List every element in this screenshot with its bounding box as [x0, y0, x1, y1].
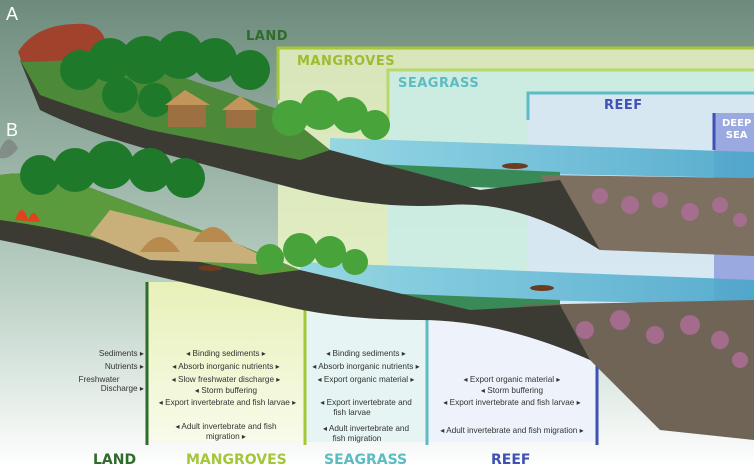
- seagrass-fn-migration-1: ◂ Adult invertebrate and: [322, 424, 410, 433]
- seagrass-fn-nutrients: ◂ Absorb inorganic nutrients ▸: [312, 362, 420, 371]
- mangroves-column-band: [147, 282, 305, 442]
- input-freshwater: Freshwater: [78, 375, 120, 384]
- panel-b-label: B: [6, 120, 19, 140]
- input-discharge: Discharge ▸: [100, 384, 144, 393]
- mangroves-fn-binding: ◂ Binding sediments ▸: [186, 349, 266, 358]
- deep-sea-header: DEEP SEA: [722, 118, 751, 142]
- panel-a-huts: [165, 90, 260, 128]
- panel-a-label: A: [6, 4, 19, 24]
- panel-b-forest: [20, 141, 205, 198]
- reef-header: REEF: [604, 98, 643, 113]
- mangroves-fn-larvae: ◂ Export invertebrate and fish larvae ▸: [158, 398, 297, 407]
- reef-fn-migration: ◂ Adult invertebrate and fish migration …: [440, 426, 584, 435]
- footer-mangroves: MANGROVES: [186, 452, 287, 468]
- panel-b-fire: [0, 139, 40, 222]
- panel-b-huts: [140, 227, 233, 252]
- reef-fn-larvae: ◂ Export invertebrate and fish larvae ▸: [443, 398, 581, 407]
- panel-b-mangrove-clump: [256, 233, 368, 275]
- reef-frame: [526, 91, 754, 120]
- mangroves-frame: [276, 46, 754, 100]
- footer-land: LAND: [93, 452, 137, 468]
- panel-b-water: [300, 262, 754, 305]
- reef-fn-storm: ◂ Storm buffering: [480, 386, 544, 395]
- panel-a-mangrove-clump: [272, 90, 390, 140]
- footer-seagrass: SEAGRASS: [324, 452, 408, 468]
- panel-b-boat: [198, 265, 222, 271]
- panel-a-coral: [592, 188, 747, 227]
- seagrass-fn-binding: ◂ Binding sediments ▸: [326, 349, 406, 358]
- input-nutrients: Nutrients ▸: [104, 362, 144, 371]
- seagrass-header: SEAGRASS: [398, 76, 480, 91]
- deep-sea-line-2: SEA: [725, 130, 748, 141]
- seagrass-frame: [386, 68, 754, 120]
- seagrass-fn-larvae-1: ◂ Export invertebrate and: [320, 398, 412, 407]
- input-sediments: Sediments ▸: [98, 349, 144, 358]
- footer-reef: REEF: [491, 452, 531, 468]
- mangroves-fn-freshwater: ◂ Slow freshwater discharge ▸: [171, 375, 281, 384]
- seagrass-fn-migration-2: fish migration: [332, 434, 382, 443]
- panel-a-forest: [60, 31, 270, 117]
- seagrass-column-band: [305, 300, 427, 442]
- mangroves-header: MANGROVES: [297, 54, 396, 69]
- seagrass-fn-larvae-2: fish larvae: [333, 408, 371, 417]
- deep-sea-line-1: DEEP: [722, 118, 752, 129]
- land-header: LAND: [246, 29, 289, 44]
- panel-a-boat: [502, 163, 528, 169]
- seagrass-fn-organic: ◂ Export organic material ▸: [317, 375, 415, 384]
- mangroves-fn-storm: ◂ Storm buffering: [194, 386, 258, 395]
- mangroves-fn-migration-2: migration ▸: [205, 432, 247, 441]
- panel-b-coral: [576, 310, 748, 368]
- panel-b-boat-2: [530, 285, 554, 291]
- reef-fn-organic: ◂ Export organic material ▸: [463, 375, 561, 384]
- mangroves-fn-migration-1: ◂ Adult invertebrate and fish: [175, 422, 277, 431]
- mangroves-fn-nutrients: ◂ Absorb inorganic nutrients ▸: [172, 362, 280, 371]
- panel-b-sand: [90, 210, 280, 265]
